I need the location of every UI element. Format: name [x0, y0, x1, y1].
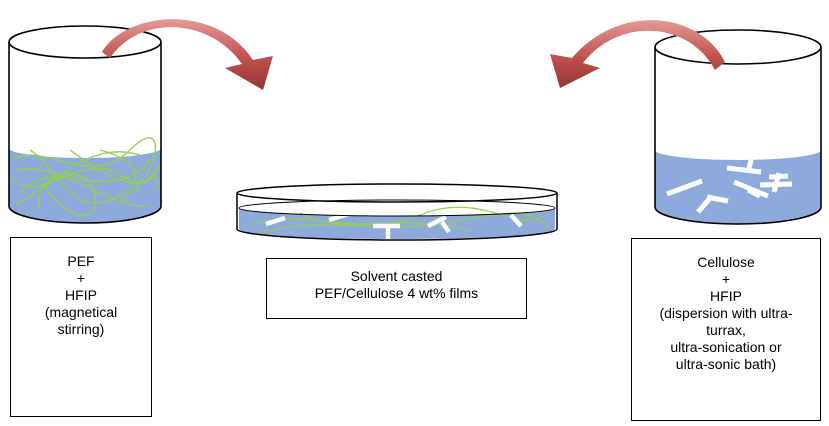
- left-beaker-outline: [8, 42, 162, 224]
- cellulose-suspension-label: Cellulose + HFIP (dispersion with ultra-…: [631, 238, 821, 421]
- pef-fibers: [11, 137, 159, 216]
- right-beaker: [654, 29, 822, 225]
- middle-label-line1: Solvent casted: [350, 268, 443, 284]
- right-label-line1: Cellulose: [697, 254, 755, 270]
- right-beaker-liquid: [655, 150, 821, 224]
- petri-dish-rim: [236, 183, 558, 203]
- cellulose-particles: [666, 141, 793, 214]
- left-curved-arrow: [102, 19, 273, 90]
- petri-dish: [236, 183, 558, 241]
- film-label: Solvent casted PEF/Cellulose 4 wt% films: [266, 258, 527, 319]
- left-label-line3: HFIP: [65, 287, 97, 303]
- left-label-line5: stirring): [57, 321, 105, 337]
- left-label-line1: PEF: [67, 253, 95, 269]
- right-beaker-rim: [654, 29, 822, 65]
- right-label-line3: HFIP: [710, 288, 742, 304]
- middle-label-line2: PEF/Cellulose 4 wt% films: [314, 285, 479, 301]
- right-beaker-outline: [654, 47, 822, 225]
- left-label-line4: (magnetical: [44, 304, 118, 320]
- film-cellulose-particles: [265, 210, 523, 241]
- pef-solution-label: PEF + HFIP (magnetical stirring): [10, 237, 152, 417]
- right-label-line4: (dispersion with ultra-: [659, 305, 793, 321]
- petri-dish-inner-rim: [238, 199, 556, 217]
- petri-dish-wall: [236, 193, 558, 241]
- left-beaker: [8, 25, 162, 224]
- right-curved-arrow: [550, 20, 725, 88]
- right-label-line2: +: [721, 271, 731, 287]
- right-label-line6: ultra-sonication or: [670, 339, 782, 355]
- right-label-line5: turrax,: [706, 322, 746, 338]
- left-label-line2: +: [76, 270, 86, 286]
- right-label-line7: ultra-sonic bath): [675, 356, 777, 372]
- left-beaker-rim: [8, 25, 162, 59]
